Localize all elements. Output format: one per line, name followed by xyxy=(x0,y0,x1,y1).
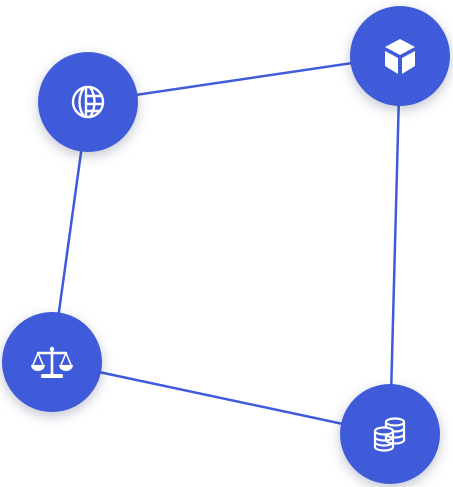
edge-cube-coins xyxy=(388,54,402,436)
edge-globe-cube xyxy=(86,54,402,104)
coin-stack-icon xyxy=(373,417,406,452)
globe-icon xyxy=(71,85,105,119)
node-circle xyxy=(38,52,138,152)
node-cube[interactable] xyxy=(350,6,450,106)
node-coins[interactable] xyxy=(340,384,440,484)
edge-coins-scales xyxy=(50,360,392,436)
node-circle xyxy=(350,6,450,106)
scales-of-justice-icon xyxy=(31,346,73,378)
cube-icon xyxy=(385,39,415,74)
node-globe[interactable] xyxy=(38,52,138,152)
node-scales[interactable] xyxy=(2,312,102,412)
